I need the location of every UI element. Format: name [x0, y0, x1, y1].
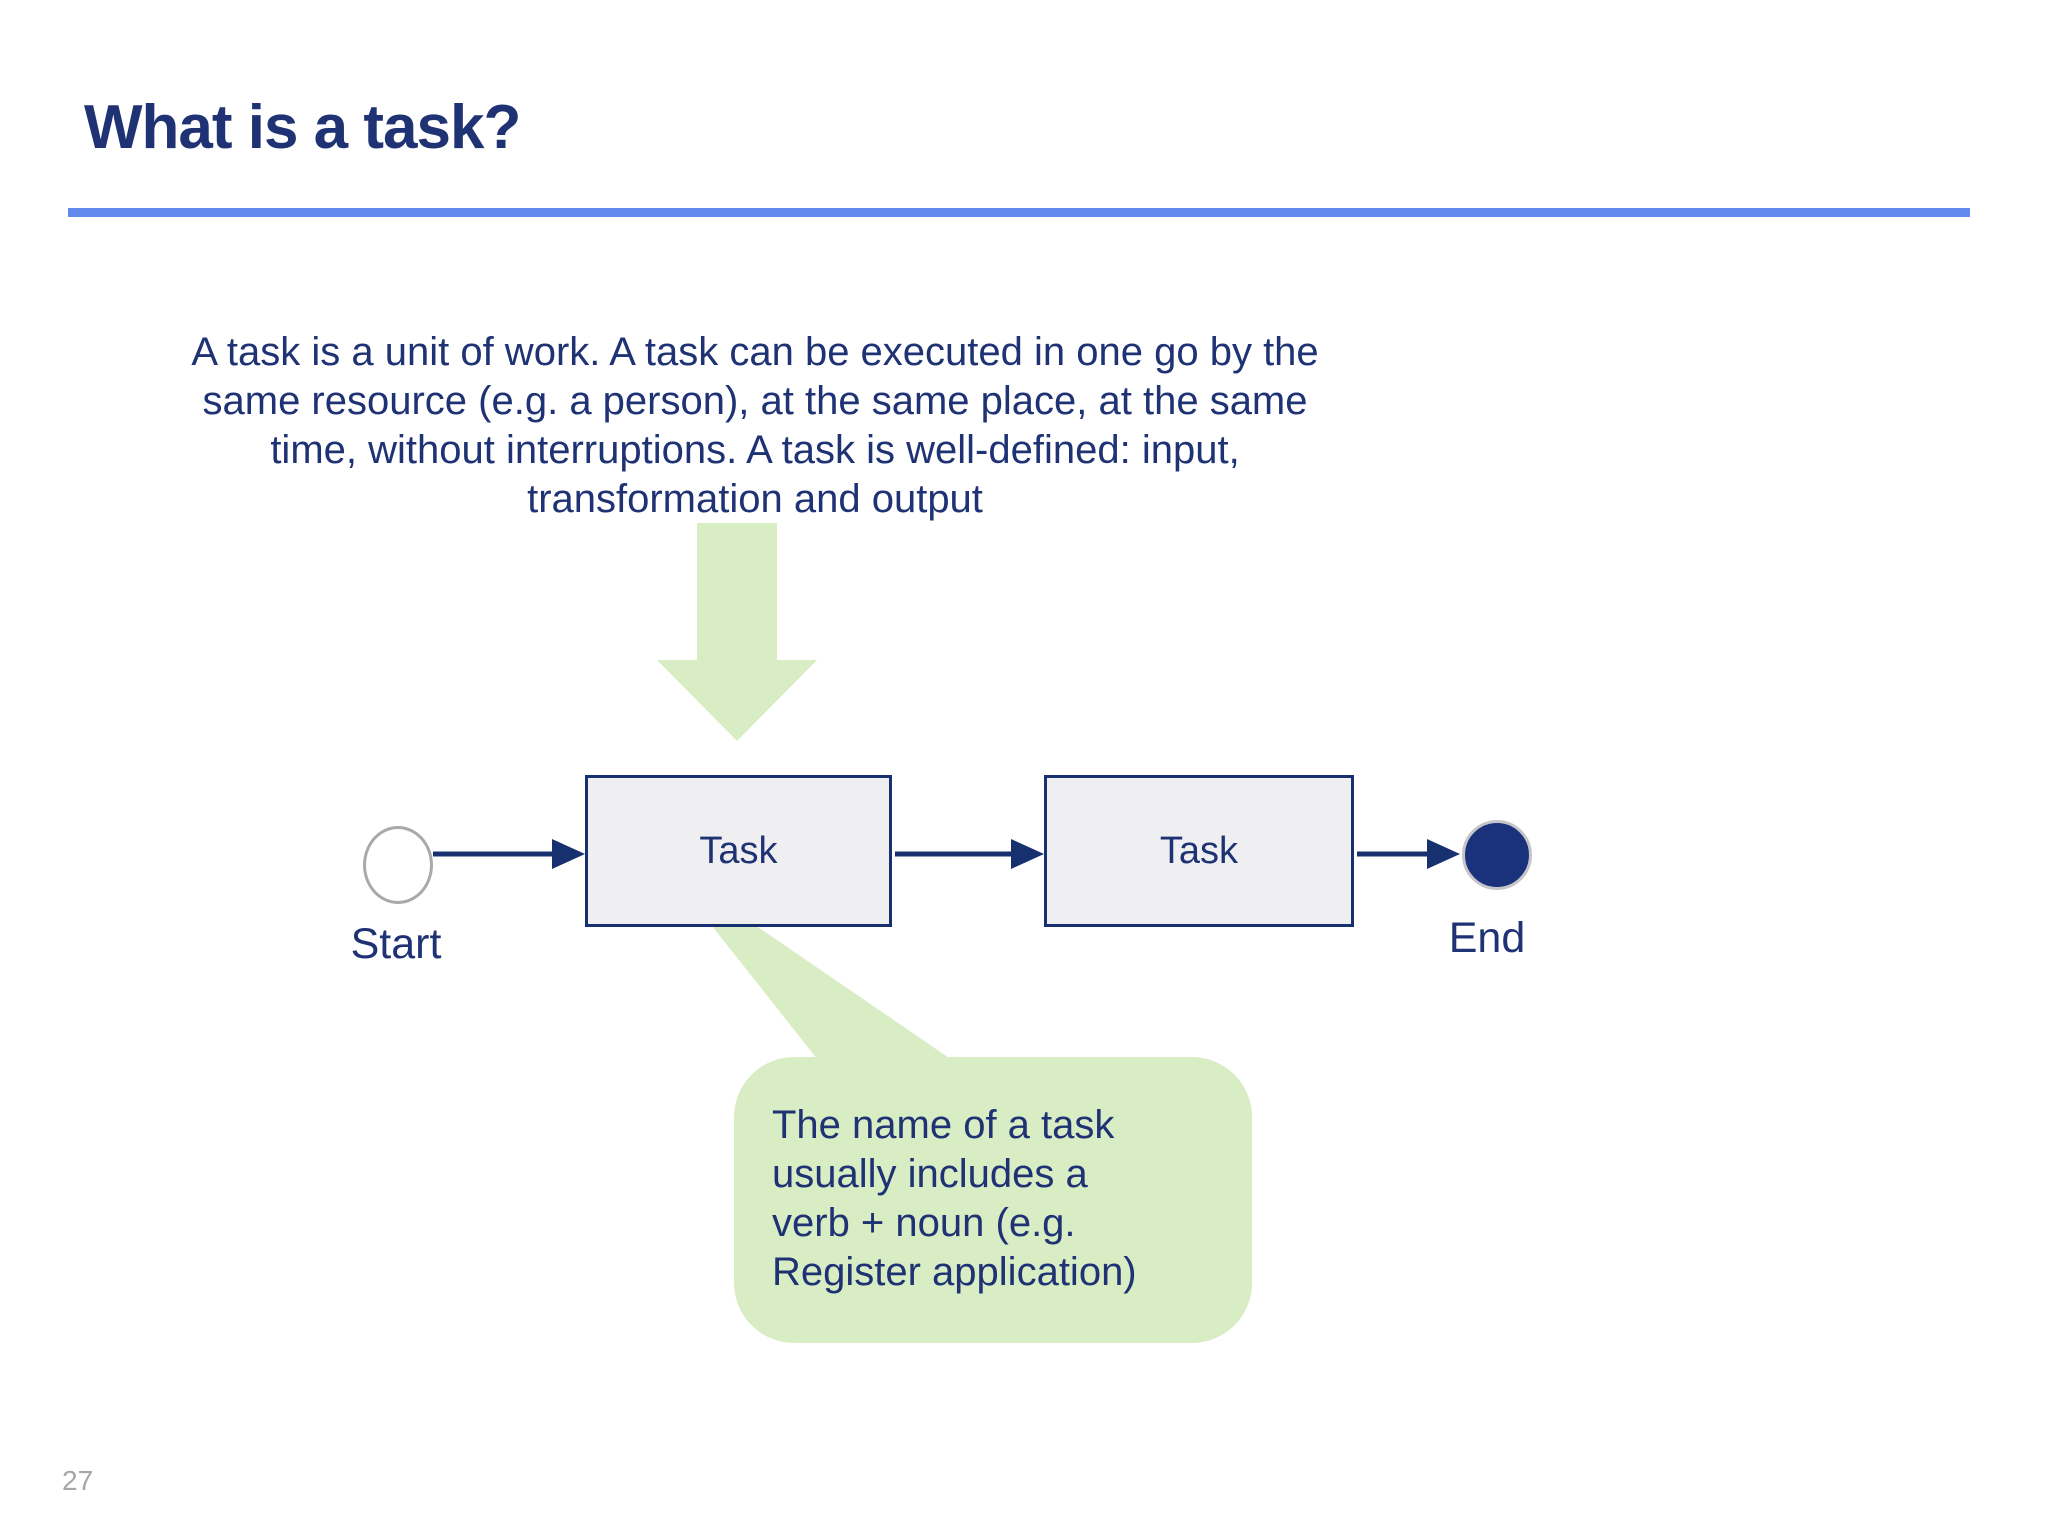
start-event-circle [363, 826, 433, 904]
down-arrow-icon [657, 523, 817, 741]
task-box-1: Task [585, 775, 892, 927]
arrowhead-icon [552, 839, 585, 869]
title-divider-rule [68, 208, 1970, 217]
task-box-2-label: Task [1159, 829, 1239, 872]
end-event-label: End [1448, 914, 1526, 962]
task-definition-text: A task is a unit of work. A task can be … [191, 330, 1319, 521]
page-title: What is a task? [84, 93, 521, 162]
task-box-2: Task [1044, 775, 1354, 927]
start-event-label: Start [350, 920, 442, 968]
task-naming-callout-text: The name of a task usually includes a ve… [772, 1103, 1137, 1294]
end-event-circle [1462, 820, 1532, 890]
arrowhead-icon [1011, 839, 1044, 869]
callout-tail [704, 916, 952, 1060]
arrowhead-icon [1427, 839, 1460, 869]
task-naming-callout: The name of a task usually includes a ve… [734, 1057, 1252, 1343]
task-box-1-label: Task [699, 829, 778, 872]
page-number: 27 [62, 1465, 94, 1496]
